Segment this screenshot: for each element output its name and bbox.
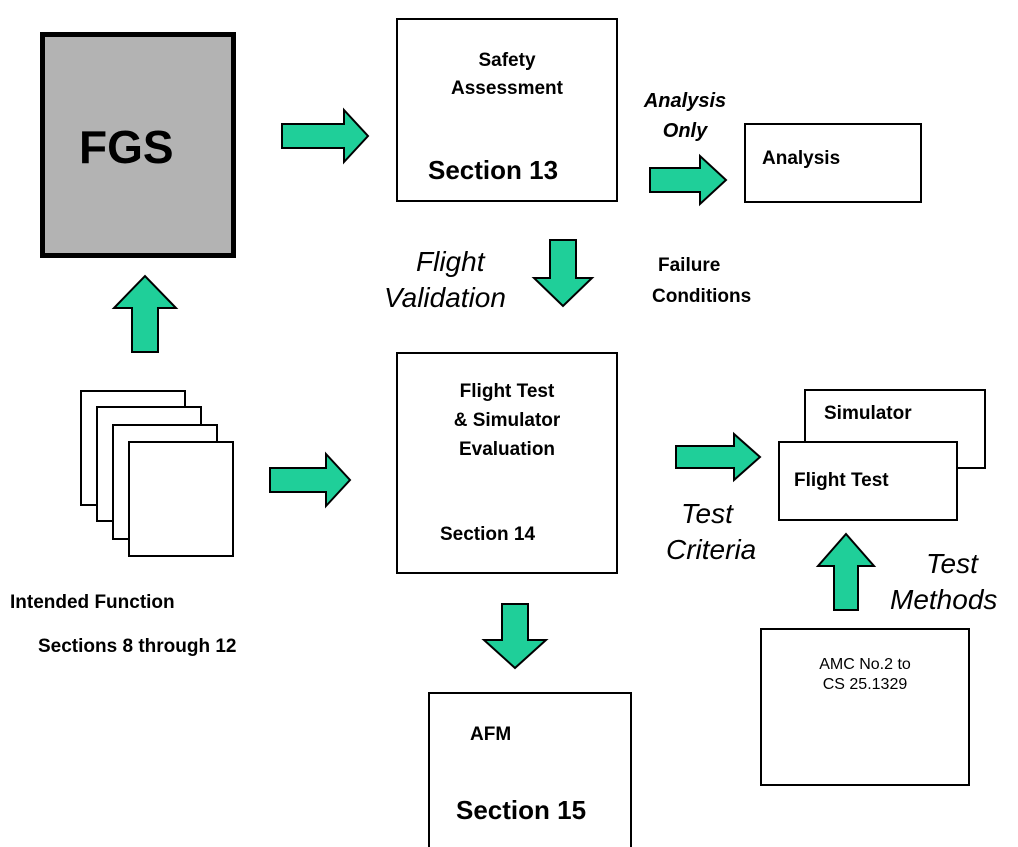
intended-function-sections: Sections 8 through 12 bbox=[38, 636, 237, 657]
flight-validation-line1: Flight bbox=[416, 246, 485, 277]
test-criteria-line2: Criteria bbox=[666, 534, 757, 565]
afm-box: AFM Section 15 bbox=[428, 692, 632, 847]
down-arrow-icon bbox=[481, 603, 549, 670]
flight-test-box-section: Section 14 bbox=[440, 524, 536, 545]
flight-test-evaluation-box: Flight Test & Simulator Evaluation Secti… bbox=[396, 352, 618, 574]
safety-assessment-box: Safety Assessment Section 13 bbox=[396, 18, 618, 202]
right-arrow-icon bbox=[269, 451, 352, 509]
fgs-label: FGS bbox=[79, 121, 174, 173]
test-methods-line1: Test bbox=[926, 548, 978, 579]
safety-assessment-title-line2: Assessment bbox=[451, 78, 563, 99]
right-arrow-icon bbox=[281, 107, 370, 165]
flight-test-box-line1: Flight Test bbox=[459, 381, 555, 402]
flight-test-card: Flight Test bbox=[778, 441, 958, 521]
safety-assessment-section: Section 13 bbox=[428, 155, 559, 185]
intended-function-label: Intended Function bbox=[10, 592, 175, 613]
failure-conditions-line2: Conditions bbox=[652, 286, 752, 307]
failure-conditions-line1: Failure bbox=[658, 255, 721, 276]
test-criteria-line1: Test bbox=[681, 498, 733, 529]
test-methods-line2: Methods bbox=[890, 584, 998, 615]
amc-box-line2: CS 25.1329 bbox=[822, 676, 908, 693]
right-arrow-icon bbox=[649, 153, 728, 207]
amc-box: AMC No.2 to CS 25.1329 bbox=[760, 628, 970, 786]
flight-test-box-line2: & Simulator bbox=[453, 410, 561, 431]
analysis-box: Analysis bbox=[744, 123, 922, 203]
afm-box-section: Section 15 bbox=[456, 795, 587, 825]
up-arrow-icon bbox=[111, 274, 179, 353]
flight-test-card-label: Flight Test bbox=[794, 470, 889, 491]
fgs-box: FGS bbox=[40, 32, 236, 258]
afm-box-label: AFM bbox=[470, 724, 512, 745]
down-arrow-icon bbox=[531, 239, 595, 308]
flight-test-box-line3: Evaluation bbox=[458, 439, 556, 460]
flight-validation-line2: Validation bbox=[384, 282, 506, 313]
document-page bbox=[128, 441, 234, 557]
safety-assessment-title-line1: Safety bbox=[478, 50, 536, 71]
analysis-only-line2: Only bbox=[662, 120, 708, 142]
simulator-card-label: Simulator bbox=[824, 403, 912, 424]
analysis-box-label: Analysis bbox=[762, 148, 841, 169]
right-arrow-icon bbox=[675, 431, 762, 483]
up-arrow-icon bbox=[815, 532, 877, 611]
analysis-only-line1: Analysis bbox=[643, 90, 727, 112]
amc-box-line1: AMC No.2 to bbox=[819, 656, 911, 673]
